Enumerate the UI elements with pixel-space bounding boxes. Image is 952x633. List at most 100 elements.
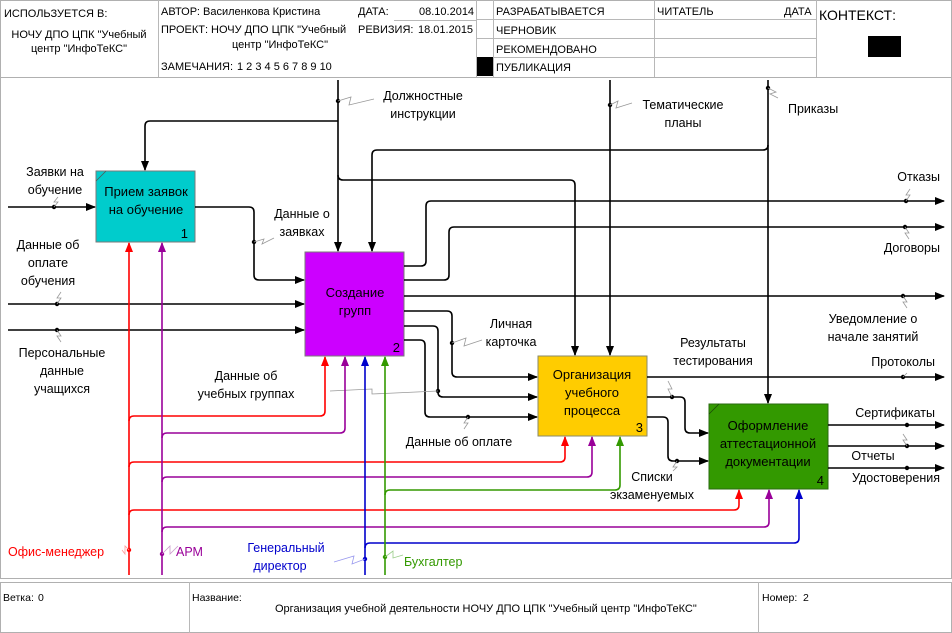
label-prikazy: Приказы (788, 102, 838, 116)
context-thumbnail[interactable] (868, 36, 901, 57)
name-label: Название: (192, 592, 242, 604)
box-1-title-line2: на обучение (109, 202, 184, 217)
diagram-title: Организация учебной деятельности НОЧУ ДП… (275, 603, 697, 615)
arrow-dolzhnostnye-to-box3[interactable] (337, 174, 579, 356)
divider (758, 582, 759, 633)
date-label: ДАТА: (358, 6, 389, 18)
status-label: РАЗРАБАТЫВАЕТСЯ (496, 6, 605, 18)
context-label: КОНТЕКСТ: (819, 7, 896, 23)
label-dannye-zayavki-line2: заявках (279, 225, 325, 239)
label-dolzh-line2: инструкции (390, 107, 456, 121)
arrow-dolzhnostnye-to-box1[interactable] (141, 120, 338, 171)
box-4-title-line1: Оформление (728, 418, 809, 433)
label-zayavki-line1: Заявки на (26, 165, 84, 179)
label-otkazy: Отказы (897, 170, 940, 184)
used-in-line2: центр "ИнфоТеКС" (31, 43, 127, 55)
status-label: РЕКОМЕНДОВАНО (496, 44, 597, 56)
arrow-prikazy-to-box2[interactable] (368, 144, 769, 252)
label-udostovereniya: Удостоверения (852, 471, 940, 485)
label-otchety: Отчеты (851, 449, 894, 463)
label-office-manager: Офис-менеджер (8, 545, 104, 559)
activity-box-3[interactable]: Организация учебного процесса 3 (537, 355, 648, 437)
label-oplata-line1: Данные об (17, 238, 80, 252)
box-3-title-line2: учебного (565, 385, 619, 400)
box-2-rect (304, 251, 405, 357)
box-4-title-line2: аттестационной (720, 436, 816, 451)
arrow-dannye-oplate[interactable] (404, 339, 538, 421)
label-director-line2: директор (253, 559, 306, 573)
label-dannye-oplate: Данные об оплате (406, 435, 512, 449)
label-spiski-line1: Списки (631, 470, 672, 484)
activity-box-1[interactable]: Прием заявок на обучение 1 (95, 170, 196, 243)
status-label: ПУБЛИКАЦИЯ (496, 62, 571, 74)
label-temat-line2: планы (665, 116, 702, 130)
mechanism-accountant[interactable] (381, 356, 624, 575)
label-dogovory: Договоры (884, 241, 940, 255)
box-4-number: 4 (817, 473, 824, 488)
label-personal-line3: учащихся (34, 382, 90, 396)
activity-box-4[interactable]: Оформление аттестационной документации 4 (708, 403, 829, 490)
branch-label: Ветка: (3, 592, 34, 604)
divider (476, 19, 816, 20)
divider (476, 0, 477, 78)
divider (816, 0, 817, 78)
label-oplata-line3: обучения (21, 274, 75, 288)
mechanism-office-manager[interactable] (125, 242, 743, 575)
project-value-line1: НОЧУ ДПО ЦПК "Учебный (211, 24, 347, 36)
label-temat-line1: Тематические (643, 98, 724, 112)
label-zayavki-line2: обучение (28, 183, 82, 197)
revision-label: РЕВИЗИЯ: (358, 24, 414, 36)
box-2-title-line2: групп (339, 303, 371, 318)
label-uvedomlenie-line1: Уведомление о (829, 312, 918, 326)
label-uchebnye-gruppy-line1: Данные об (215, 369, 278, 383)
mechanism-arm[interactable] (158, 242, 773, 575)
activity-box-2[interactable]: Создание групп 2 (304, 251, 405, 357)
used-in-label: ИСПОЛЬЗУЕТСЯ В: (4, 8, 108, 20)
date-value: 08.10.2014 (419, 6, 475, 18)
notes-value: 1 2 3 4 5 6 7 8 9 10 (237, 61, 332, 73)
label-lichnaya-line2: карточка (486, 335, 537, 349)
label-uchebnye-gruppy-line2: учебных группах (198, 387, 295, 401)
label-squiggles (53, 87, 911, 472)
status-label: ЧЕРНОВИК (496, 25, 557, 37)
label-rezultaty-line2: тестирования (673, 354, 753, 368)
label-spiski-line2: экзаменуемых (610, 488, 695, 502)
divider (476, 38, 816, 39)
label-protokoly: Протоколы (871, 355, 935, 369)
divider (394, 20, 476, 21)
used-in-line1: НОЧУ ДПО ЦПК "Учебный (11, 29, 147, 41)
box-3-number: 3 (636, 420, 643, 435)
arrow-uchebnye-gruppy[interactable] (404, 325, 538, 401)
arrow-spiski[interactable] (647, 416, 709, 465)
box-3-title-line1: Организация (553, 367, 631, 382)
label-director-line1: Генеральный (247, 541, 324, 555)
author-label: АВТОР: (161, 6, 200, 18)
number-value: 2 (803, 592, 809, 604)
arrow-otkazy[interactable] (404, 197, 945, 267)
box-1-rect (95, 170, 196, 243)
box-4-rect (708, 403, 829, 490)
label-accountant: Бухгалтер (404, 555, 462, 569)
label-oplata-line2: оплате (28, 256, 68, 270)
box-3-title-line3: процесса (564, 403, 621, 418)
box-1-title-line1: Прием заявок (104, 184, 188, 199)
label-personal-line2: данные (40, 364, 84, 378)
divider (189, 582, 190, 633)
reader-label: ЧИТАТЕЛЬ (657, 6, 714, 18)
label-sertifikaty: Сертификаты (855, 406, 935, 420)
box-4-title-line3: документации (725, 454, 810, 469)
project-value-line2: центр "ИнфоТеКС" (232, 39, 328, 51)
box-1-corner-mark (95, 170, 107, 182)
label-uvedomlenie-line2: начале занятий (828, 330, 919, 344)
label-personal-line1: Персональные (19, 346, 106, 360)
revision-value: 18.01.2015 (418, 24, 474, 36)
arrow-rezultaty[interactable] (647, 396, 709, 437)
arrow-dogovory[interactable] (404, 223, 945, 281)
box-2-number: 2 (393, 340, 400, 355)
label-dannye-zayavki-line1: Данные о (274, 207, 330, 221)
label-rezultaty-line1: Результаты (680, 336, 746, 350)
mechanism-director[interactable] (361, 356, 803, 575)
divider (158, 0, 159, 78)
number-label: Номер: (762, 592, 798, 604)
branch-value: 0 (38, 592, 44, 604)
